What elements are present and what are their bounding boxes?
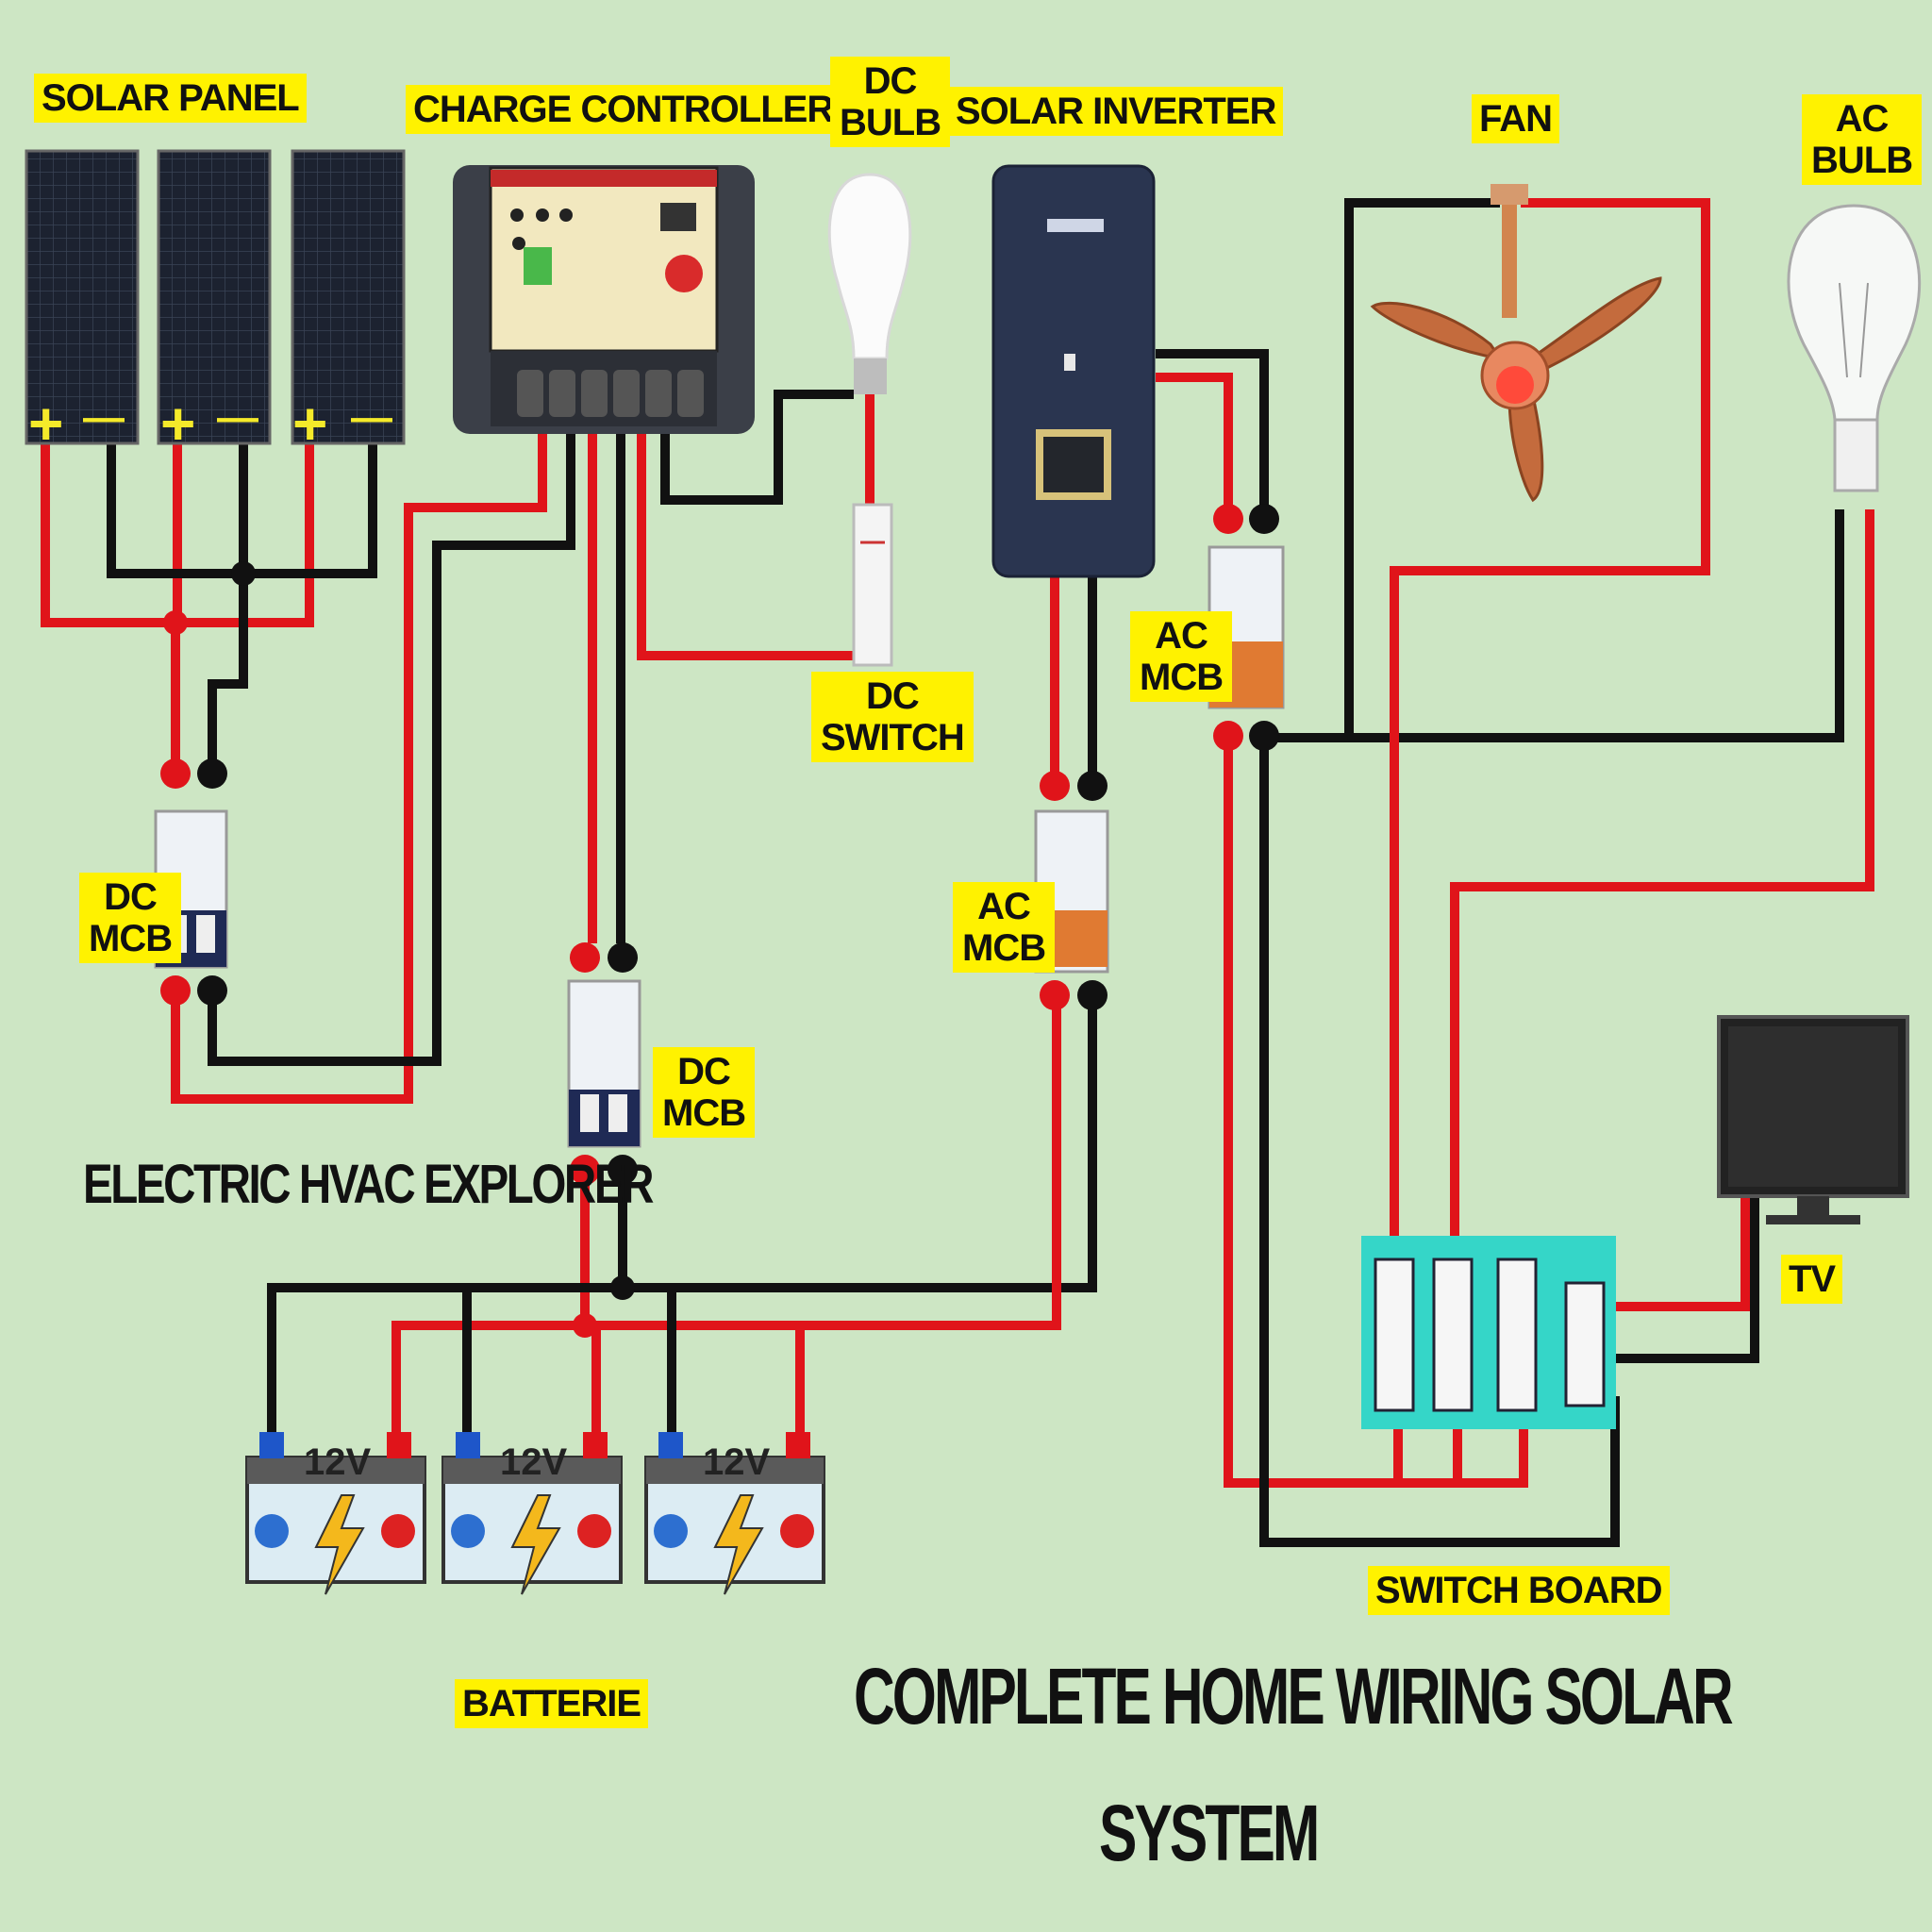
pv-mcb-positive-to-cc — [171, 382, 547, 1104]
terminal-dot — [197, 758, 227, 789]
label-ac-mcb-middle: AC MCB — [953, 882, 1056, 973]
wires — [41, 198, 1874, 1547]
label-ac-mcb-top-line2: MCB — [1140, 657, 1224, 698]
battery-3-voltage: 12V — [703, 1441, 771, 1483]
terminal-dot — [1077, 771, 1108, 801]
title-line-2: SYSTEM — [1099, 1789, 1320, 1877]
ceiling-fan — [1370, 184, 1662, 503]
ac-neutral-bus — [1264, 509, 1844, 742]
pv-negative-to-mcb — [208, 574, 248, 774]
ac-out-negative — [1259, 736, 1620, 1547]
switch-board — [1361, 1236, 1616, 1429]
label-charge-controller: CHARGE CONTROLLER — [406, 85, 841, 134]
junction-dots — [163, 561, 635, 1338]
dc-mcb-center — [567, 979, 641, 1148]
terminal-dot — [570, 1155, 600, 1185]
ac-bulb — [1787, 204, 1922, 492]
tv-live — [1594, 1198, 1750, 1311]
terminal-dot — [160, 975, 191, 1006]
label-dc-switch: DC SWITCH — [811, 672, 974, 762]
label-dc-mcb-left-line1: DC — [104, 876, 158, 918]
terminal-dot — [1040, 771, 1070, 801]
terminal-dot — [1249, 721, 1279, 751]
panel-3-minus: — — [351, 394, 392, 441]
panel-1-plus: + — [28, 390, 64, 458]
charge-controller — [453, 165, 755, 434]
solar-panel-1 — [25, 149, 140, 445]
cc-load-positive — [637, 382, 868, 660]
terminal-dot — [570, 942, 600, 973]
battery-2 — [441, 1432, 623, 1595]
watermark-text: ELECTRIC HVAC EXPLORER — [83, 1154, 654, 1215]
battery-negative-bus — [267, 1005, 1097, 1439]
inverter-out-positive — [1156, 373, 1233, 514]
label-batterie: BATTERIE — [455, 1679, 649, 1728]
label-dc-bulb-line1: DC — [863, 60, 918, 102]
title-line-1: COMPLETE HOME WIRING SOLAR — [854, 1652, 1734, 1740]
battery-2-voltage: 12V — [500, 1441, 568, 1483]
label-ac-mcb-top-line1: AC — [1155, 615, 1208, 657]
terminal-dot — [608, 942, 638, 973]
label-ac-bulb: AC BULB — [1802, 94, 1923, 185]
battery-positive-bus — [391, 1005, 1061, 1439]
junction-dot — [573, 1313, 597, 1338]
dc-switch — [852, 503, 893, 667]
battery-1-voltage: 12V — [304, 1441, 372, 1483]
terminal-dot — [1213, 721, 1243, 751]
junction-dot — [163, 610, 188, 635]
fan-live — [1390, 198, 1710, 1255]
tv-neutral — [1594, 1198, 1759, 1363]
television — [1717, 1015, 1909, 1224]
terminal-dot — [197, 975, 227, 1006]
dc-bulb — [827, 173, 912, 394]
label-ac-bulb-line1: AC — [1835, 98, 1890, 140]
panel-2-minus: — — [217, 394, 258, 441]
panel-3-plus: + — [292, 390, 328, 458]
label-solar-panel: SOLAR PANEL — [34, 74, 307, 123]
panel-1-minus: — — [83, 394, 125, 441]
label-dc-switch-line1: DC — [865, 675, 920, 717]
terminal-dot — [1249, 504, 1279, 534]
pv-mcb-negative-to-cc — [208, 382, 575, 1066]
label-ac-mcb-middle-line2: MCB — [962, 927, 1046, 969]
label-fan: FAN — [1472, 94, 1559, 143]
label-ac-mcb-top: AC MCB — [1130, 611, 1233, 702]
cc-load-negative — [660, 382, 854, 505]
label-dc-mcb-center-line2: MCB — [662, 1092, 746, 1134]
label-ac-bulb-line2: BULB — [1811, 140, 1913, 181]
label-solar-inverter: SOLAR INVERTER — [948, 87, 1284, 136]
solar-panel-3 — [291, 149, 406, 445]
label-dc-mcb-left: DC MCB — [79, 873, 182, 963]
label-dc-bulb-line2: BULB — [840, 102, 941, 143]
label-dc-bulb: DC BULB — [830, 57, 951, 147]
terminal-dot — [1077, 980, 1108, 1010]
solar-panel-2 — [157, 149, 272, 445]
junction-dot — [610, 1275, 635, 1300]
label-switch-board: SWITCH BOARD — [1368, 1566, 1670, 1615]
label-dc-mcb-center-line1: DC — [677, 1051, 731, 1092]
panel-2-plus: + — [160, 390, 196, 458]
battery-1 — [245, 1432, 426, 1595]
label-dc-mcb-center: DC MCB — [653, 1047, 756, 1138]
label-dc-mcb-left-line2: MCB — [89, 918, 173, 959]
bulb-live — [1450, 509, 1874, 1255]
mcb-terminals — [160, 504, 1279, 1185]
solar-inverter — [991, 164, 1156, 578]
inverter-out-negative — [1156, 349, 1269, 514]
junction-dot — [231, 561, 256, 586]
fan-neutral — [1344, 198, 1500, 738]
terminal-dot — [1213, 504, 1243, 534]
terminal-dot — [1040, 980, 1070, 1010]
label-dc-switch-line2: SWITCH — [821, 717, 965, 758]
terminal-dot — [608, 1155, 638, 1185]
terminal-dot — [160, 758, 191, 789]
battery-3 — [644, 1432, 825, 1595]
label-tv: TV — [1781, 1255, 1843, 1304]
label-ac-mcb-middle-line1: AC — [977, 886, 1031, 927]
